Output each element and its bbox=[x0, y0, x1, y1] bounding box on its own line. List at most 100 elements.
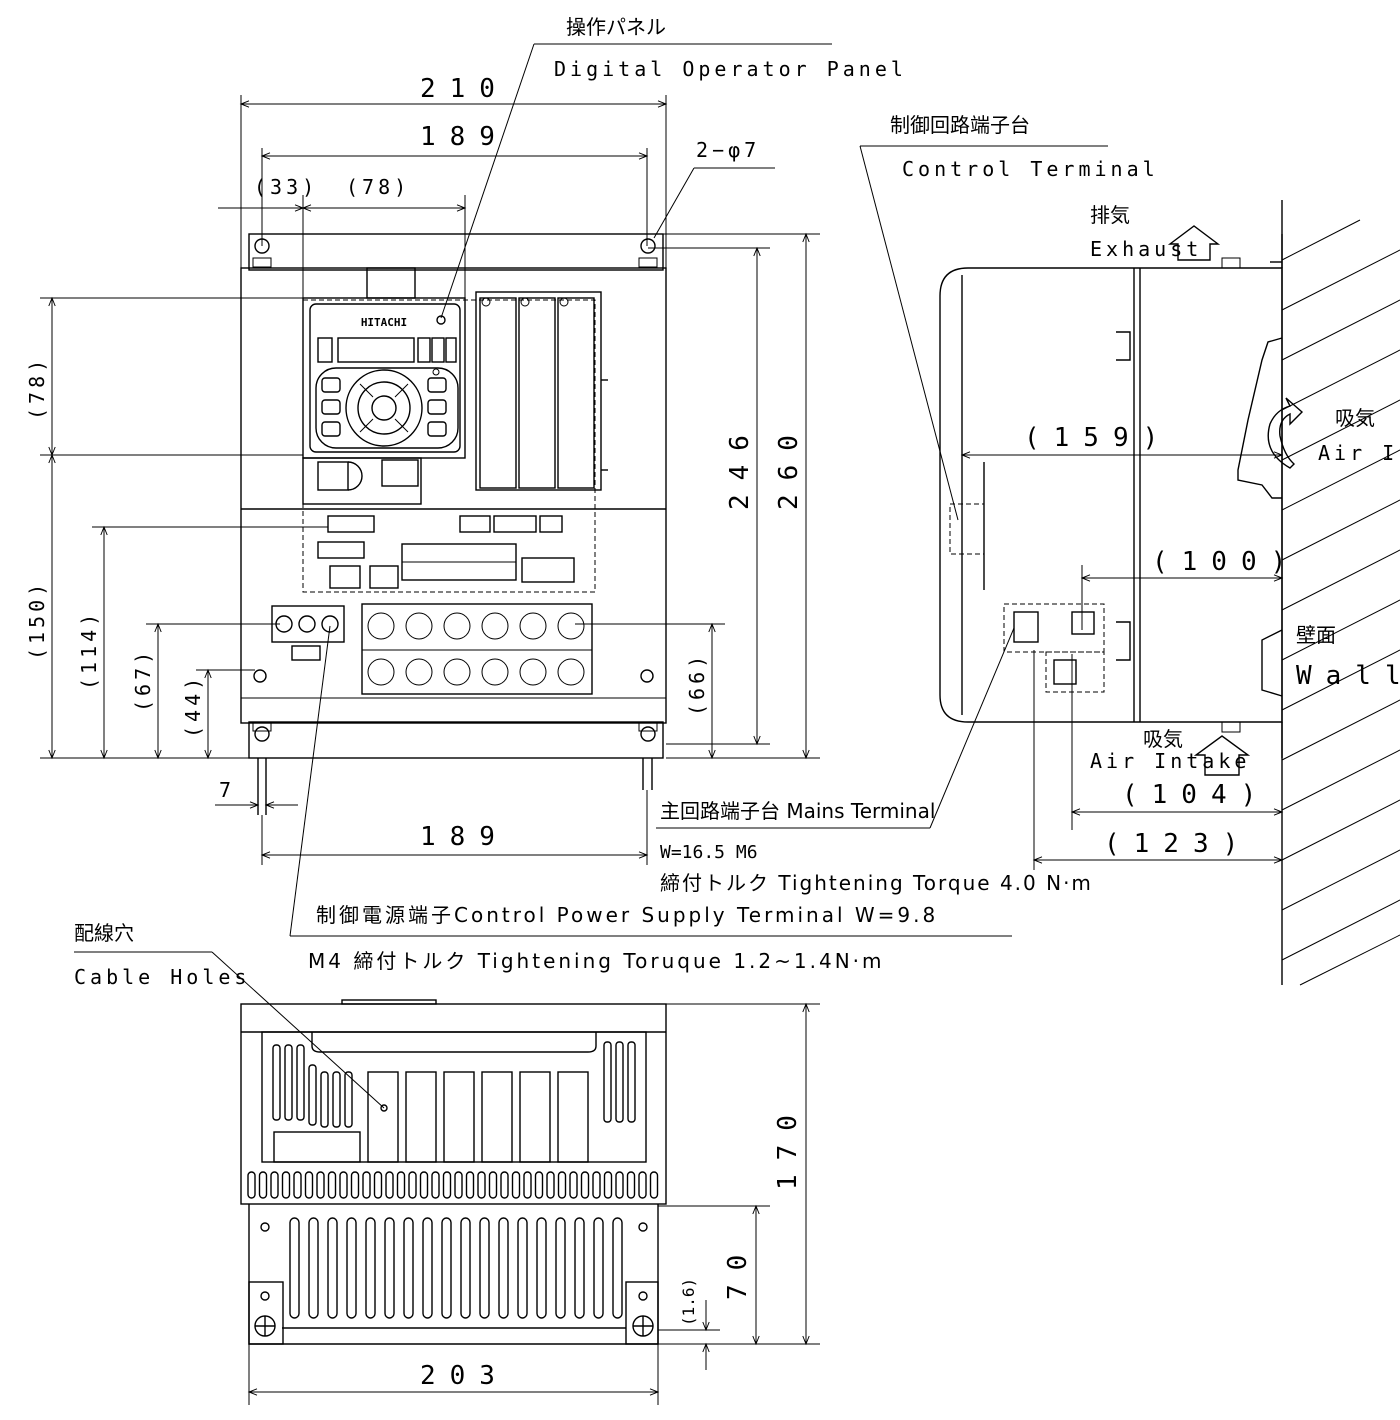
heatsink-slot bbox=[308, 1217, 319, 1319]
fin-slot bbox=[327, 1171, 337, 1199]
heatsink-slot bbox=[327, 1217, 338, 1319]
screw-icon bbox=[253, 669, 267, 683]
fin-slot bbox=[603, 1171, 613, 1199]
exhaust-label-en: Exhaust bbox=[1090, 237, 1202, 261]
dim-104: (104) bbox=[1122, 780, 1270, 810]
dim-78-vertical: (78) bbox=[25, 356, 49, 420]
cable-holes-label-jp: 配線穴 bbox=[74, 921, 134, 945]
heatsink-slot bbox=[593, 1217, 604, 1319]
fin-slot bbox=[477, 1171, 486, 1199]
intake-arrow-icon bbox=[1193, 735, 1251, 776]
heatsink-slot bbox=[346, 1217, 357, 1319]
dim-246: 246 bbox=[725, 421, 755, 510]
fin-slot bbox=[534, 1171, 544, 1199]
fin-slot bbox=[592, 1171, 601, 1199]
heatsink-slot bbox=[441, 1217, 452, 1319]
intake-curve-arrow-icon bbox=[1267, 397, 1304, 469]
exhaust-arrow-icon bbox=[1167, 225, 1221, 261]
front-body-outline bbox=[240, 267, 667, 724]
dim-70: 70 bbox=[723, 1241, 753, 1300]
dim-hole-diameter: 2−φ7 bbox=[696, 138, 760, 162]
heatsink-slot bbox=[612, 1217, 623, 1319]
intake-label-jp: 吸気 bbox=[1335, 406, 1375, 430]
control-power-torque: M4 締付トルク Tightening Toruque 1.2~1.4N·m bbox=[308, 949, 885, 973]
dim-114: (114) bbox=[77, 610, 101, 690]
fin-slot bbox=[465, 1171, 475, 1199]
fin-slot bbox=[316, 1171, 325, 1199]
fin-slot bbox=[339, 1171, 348, 1199]
dim-189-top: 189 bbox=[420, 122, 509, 152]
panel-label-jp: 操作パネル bbox=[566, 15, 666, 39]
intake2-label-jp: 吸気 bbox=[1143, 727, 1183, 751]
fin-slot bbox=[362, 1171, 371, 1199]
control-power-terminal bbox=[271, 605, 345, 661]
mains-torque: 締付トルク Tightening Torque 4.0 N·m bbox=[660, 871, 1093, 895]
fin-slot bbox=[281, 1171, 291, 1199]
heatsink-slot-row bbox=[289, 1217, 623, 1319]
bottom-dimensions bbox=[247, 1002, 820, 1405]
mains-terminal-label: 主回路端子台 Mains Terminal bbox=[660, 799, 935, 823]
fin-slot bbox=[385, 1171, 394, 1199]
fin-slot bbox=[419, 1171, 429, 1199]
digital-operator-panel: HITACHI bbox=[302, 297, 466, 459]
fin-slot bbox=[511, 1171, 521, 1199]
fin-slot bbox=[488, 1171, 498, 1199]
fin-slot bbox=[500, 1171, 509, 1199]
fin-slot bbox=[638, 1171, 647, 1199]
screw-plus-icon bbox=[254, 1315, 654, 1337]
front-view: HITACHI bbox=[240, 233, 667, 815]
fin-slot bbox=[293, 1171, 302, 1199]
heatsink-slot bbox=[289, 1217, 300, 1319]
cable-holes-label-en: Cable Holes bbox=[74, 965, 250, 989]
fin-slot bbox=[615, 1171, 624, 1199]
fin-slot bbox=[304, 1171, 314, 1199]
dim-78-horizontal: (78) bbox=[346, 175, 410, 199]
dim-150: (150) bbox=[25, 580, 49, 660]
fin-slot bbox=[523, 1171, 532, 1199]
heatsink-slot bbox=[536, 1217, 547, 1319]
dim-210: 210 bbox=[420, 74, 509, 104]
fin-slot bbox=[247, 1171, 256, 1199]
wall-label-jp: 壁面 bbox=[1296, 623, 1336, 647]
dim-260: 260 bbox=[774, 421, 804, 510]
exhaust-label-jp: 排気 bbox=[1090, 203, 1130, 227]
control-terminal-block bbox=[317, 515, 575, 589]
vent-slot-icon bbox=[272, 1041, 636, 1128]
fin-slot bbox=[258, 1171, 268, 1199]
dim-123: (123) bbox=[1104, 829, 1252, 859]
dim-170: 170 bbox=[773, 1101, 803, 1190]
dim-66: (66) bbox=[685, 652, 709, 716]
heatsink-slot bbox=[384, 1217, 395, 1319]
heatsink-slot bbox=[365, 1217, 376, 1319]
dim-67: (67) bbox=[131, 648, 155, 712]
wall-label-en: Wall bbox=[1296, 661, 1400, 691]
fin-slot bbox=[569, 1171, 578, 1199]
panel-label-en: Digital Operator Panel bbox=[554, 57, 907, 81]
dim-159: (159) bbox=[1024, 423, 1172, 453]
fin-slot bbox=[270, 1171, 279, 1199]
fin-slot bbox=[626, 1171, 636, 1199]
fin-slot bbox=[649, 1171, 659, 1199]
fin-slot bbox=[546, 1171, 555, 1199]
fin-slot bbox=[431, 1171, 440, 1199]
mount-hole-icon bbox=[252, 238, 658, 742]
dim-189-bottom: 189 bbox=[420, 822, 509, 852]
fin-slot bbox=[408, 1171, 417, 1199]
heatsink-slot bbox=[460, 1217, 471, 1319]
dim-33: (33) bbox=[254, 175, 318, 199]
heatsink-slot bbox=[479, 1217, 490, 1319]
fin-slot bbox=[580, 1171, 590, 1199]
dim-203: 203 bbox=[420, 1361, 509, 1391]
dim-7: 7 bbox=[219, 778, 235, 802]
brand-logo: HITACHI bbox=[361, 316, 407, 329]
heatsink-slot bbox=[574, 1217, 585, 1319]
side-view bbox=[939, 200, 1400, 986]
dim-100: (100) bbox=[1152, 547, 1300, 577]
fin-row bbox=[247, 1171, 659, 1199]
fin-slot bbox=[373, 1171, 383, 1199]
fin-slot bbox=[557, 1171, 567, 1199]
heatsink-slot bbox=[498, 1217, 509, 1319]
fin-slot bbox=[350, 1171, 360, 1199]
mains-spec: W=16.5 M6 bbox=[660, 842, 758, 863]
